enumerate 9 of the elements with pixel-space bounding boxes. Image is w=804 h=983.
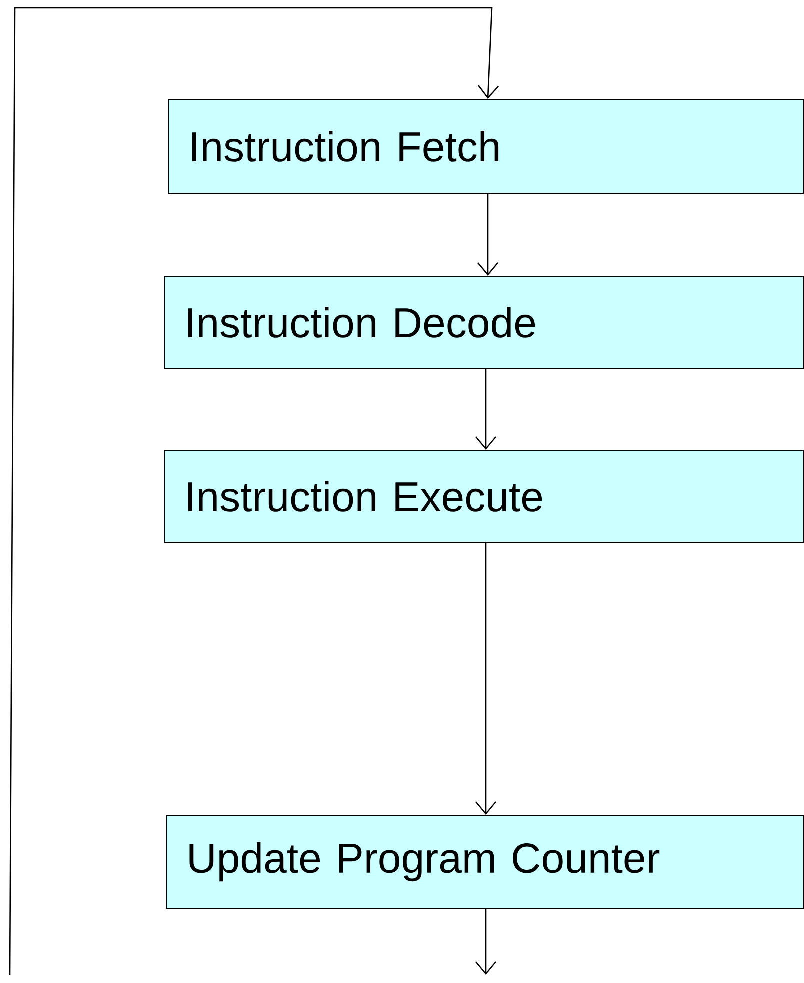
arrow — [9, 7, 500, 975]
arrow — [476, 543, 496, 815]
process-box: Instruction Execute — [164, 450, 804, 543]
arrow — [478, 194, 498, 276]
process-box: Instruction Fetch — [168, 99, 804, 194]
process-box: Update Program Counter — [166, 815, 804, 909]
arrow — [476, 909, 496, 975]
arrow — [476, 369, 496, 450]
process-box: Instruction Decode — [164, 276, 804, 369]
